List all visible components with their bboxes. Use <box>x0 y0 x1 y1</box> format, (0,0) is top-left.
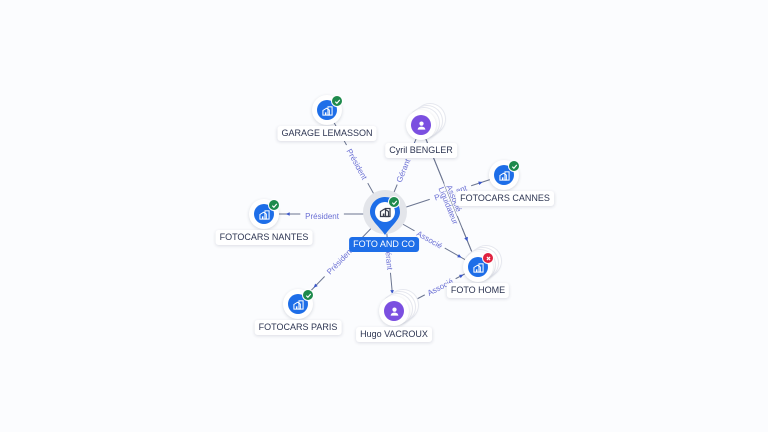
node-label[interactable]: FOTO HOME <box>446 283 510 298</box>
edge-label: Président <box>305 212 340 221</box>
edge-arrow-icon <box>457 254 462 258</box>
center-node-label[interactable]: FOTO AND CO <box>349 237 419 252</box>
node-label[interactable]: Cyril BENGLER <box>385 143 457 158</box>
edge-label-bg <box>300 211 344 220</box>
building-icon <box>292 299 304 310</box>
edge-arrow-icon <box>459 274 464 279</box>
building-icon <box>379 207 391 218</box>
person-icon <box>417 121 425 130</box>
check-icon <box>391 200 397 205</box>
person-disc <box>384 301 404 321</box>
node-fotocars-paris[interactable] <box>283 289 314 319</box>
center-node-foto-and-co[interactable] <box>369 196 401 236</box>
node-label[interactable]: FOTOCARS NANTES <box>215 230 313 245</box>
edge-label: Gérant <box>395 157 413 184</box>
edge-arrow-icon <box>313 283 318 288</box>
edge-arrow-icon <box>285 212 290 216</box>
edge-label-bg <box>422 274 458 299</box>
active-check-badge <box>268 199 280 211</box>
edge-label: Gérant <box>383 245 394 271</box>
active-check-badge <box>388 196 400 208</box>
node-fotocars-cannes[interactable] <box>489 160 520 190</box>
building-icon <box>472 262 484 273</box>
edge-arrow-icon <box>478 181 483 185</box>
edge-label-bg <box>392 154 413 187</box>
edge-label-bg <box>444 180 466 216</box>
check-icon <box>305 293 311 298</box>
node-fotocars-nantes[interactable] <box>249 199 280 229</box>
close-icon <box>486 256 490 260</box>
edge-label-bg <box>435 179 464 232</box>
edge-arrow-icon <box>390 289 394 295</box>
node-label[interactable]: FOTOCARS PARIS <box>254 320 342 335</box>
person-disc <box>411 115 431 135</box>
closed-x-badge <box>482 252 494 264</box>
edge-arrow-icon <box>464 236 468 242</box>
edge-label-bg <box>321 241 358 280</box>
building-icon <box>258 209 270 220</box>
building-icon <box>498 170 510 181</box>
node-garage-lemasson[interactable] <box>312 95 343 125</box>
node-label[interactable]: GARAGE LEMASSON <box>277 126 377 141</box>
check-icon <box>271 203 277 208</box>
check-icon <box>511 164 517 169</box>
node-label[interactable]: FOTOCARS CANNES <box>456 191 554 206</box>
active-check-badge <box>302 289 314 301</box>
node-foto-home[interactable] <box>463 246 503 284</box>
active-check-badge <box>331 95 343 107</box>
edge-label-bg <box>412 226 448 252</box>
person-icon <box>390 307 398 316</box>
check-icon <box>334 99 340 104</box>
node-label[interactable]: Hugo VACROUX <box>356 327 432 342</box>
building-icon <box>321 105 333 116</box>
edge-label: Associé <box>415 229 444 251</box>
edge-label-bg <box>343 142 373 186</box>
active-check-badge <box>508 160 520 172</box>
node-hugo-vacroux[interactable] <box>378 290 420 328</box>
edge-label: Président <box>345 147 370 182</box>
node-cyril-bengler[interactable] <box>405 104 445 144</box>
